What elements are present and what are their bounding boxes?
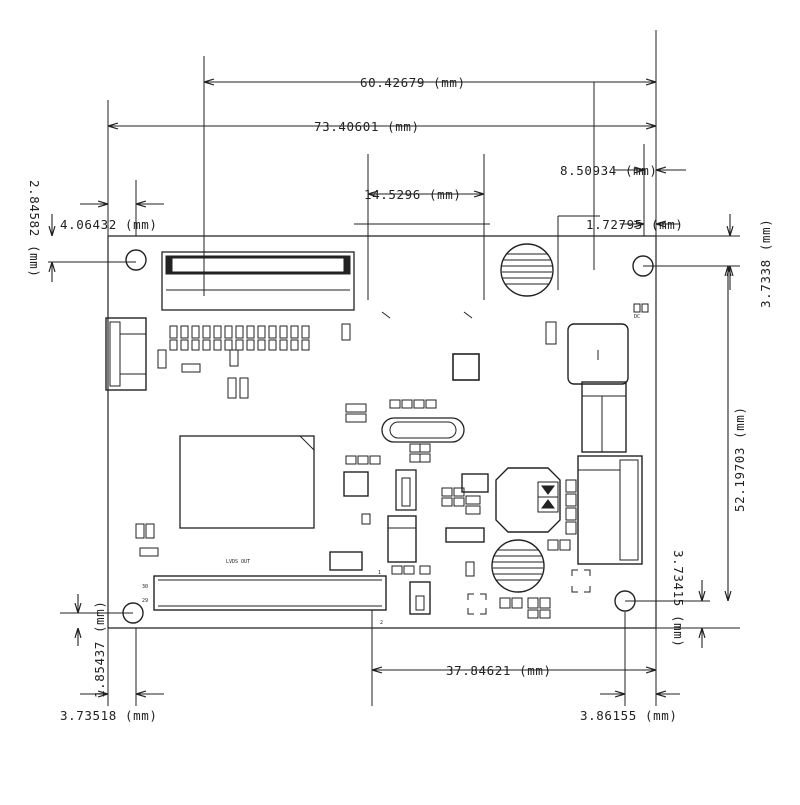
dim-label: 8.50934 (mm): [560, 163, 658, 178]
dim-label: 1.72795 (mm): [586, 217, 684, 232]
footprint-corners: [467, 593, 487, 615]
smd-part: [465, 561, 475, 577]
capacitor-top: [500, 243, 554, 297]
bottom-ic: [409, 581, 431, 615]
right-parts: [545, 321, 643, 565]
ic-sop: [395, 469, 417, 511]
dimension-labels: 60.42679 (mm) 73.40601 (mm) 14.5296 (mm)…: [27, 75, 773, 723]
ic-sop-body: [401, 477, 411, 507]
silk-label-dc: DC: [634, 314, 640, 320]
ic-sop: [387, 515, 417, 563]
smd-part: [465, 495, 481, 505]
smd-part: [357, 455, 369, 465]
smd-part: [329, 551, 363, 571]
smd-part: [139, 547, 159, 557]
silk-label-pin: 1: [378, 570, 381, 576]
smd-part: [419, 565, 431, 575]
dim-label: 37.84621 (mm): [446, 663, 552, 678]
components: [105, 243, 649, 619]
smd-part: [499, 597, 511, 609]
dim-label: 2.84582 (mm): [27, 180, 42, 278]
capacitor-bottom: [491, 539, 545, 593]
smd-part: [343, 471, 369, 497]
smd-part: [391, 565, 403, 575]
smd-part: [511, 597, 523, 609]
silk-mark: [463, 311, 473, 319]
smd-part: [539, 609, 551, 619]
smd-part: [641, 303, 649, 313]
dim-label: 14.5296 (mm): [364, 187, 462, 202]
smd-part: [361, 513, 371, 525]
bottom-ic-body: [415, 595, 425, 611]
smd-part: [345, 413, 367, 423]
dim-label: 3.73518 (mm): [60, 708, 158, 723]
center-chip: [452, 353, 480, 381]
smd-part: [465, 505, 481, 515]
dim-label: 60.42679 (mm): [360, 75, 466, 90]
dim-label: 3.73415 (mm): [671, 550, 686, 648]
pad-row: [157, 323, 351, 399]
smd-part: [527, 609, 539, 619]
crystal-oscillator: [381, 399, 465, 463]
smd-part: [441, 497, 453, 507]
smd-part: [527, 597, 539, 609]
dimension-arrows: [52, 82, 730, 694]
smd-part: [539, 597, 551, 609]
smd-part: [135, 523, 145, 539]
smd-part: [369, 455, 381, 465]
smd-part: [461, 473, 489, 493]
side-connector-left: [105, 317, 147, 391]
footprint-corners: [571, 569, 591, 593]
dim-label: 52.19703 (mm): [732, 406, 747, 512]
dim-label: 1.85437 (mm): [92, 600, 107, 698]
mounting-hole-top-left: [125, 249, 147, 271]
dim-label: 3.86155 (mm): [580, 708, 678, 723]
smd-part: [345, 403, 367, 413]
smd-part: [445, 527, 485, 543]
silk-label-pin: 2: [380, 620, 383, 626]
smd-part: [145, 523, 155, 539]
silk-label-lvds-out: LVDS OUT: [226, 559, 250, 565]
smd-part: [633, 303, 641, 313]
smd-part: [453, 497, 465, 507]
smd-part: [345, 455, 357, 465]
lvds-connector: [153, 575, 387, 611]
silk-mark: [381, 311, 391, 319]
dim-label: 3.7338 (mm): [758, 219, 773, 308]
dim-label: 4.06432 (mm): [60, 217, 158, 232]
main-chip: [179, 435, 315, 529]
silk-label-pin: 29: [142, 598, 148, 604]
extension-lines: [48, 30, 740, 706]
silk-label-pin: 30: [142, 584, 148, 590]
regulator: [495, 467, 561, 533]
smd-part: [403, 565, 415, 575]
smd-part: [441, 487, 453, 497]
dim-label: 73.40601 (mm): [314, 119, 420, 134]
lcd-connector: [161, 251, 355, 311]
